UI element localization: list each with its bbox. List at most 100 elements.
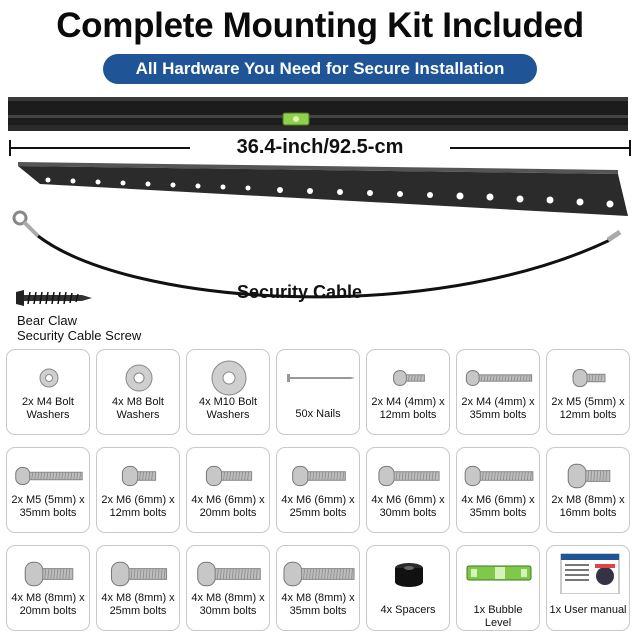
bolt-icon [393, 370, 425, 386]
security-cable-label: Security Cable [237, 282, 363, 302]
kit-item-label-line2: 16mm bolts [559, 507, 617, 519]
kit-item-label-line1: 4x M8 (8mm) x [281, 592, 355, 604]
kit-item-label-line2: 35mm bolts [19, 507, 77, 519]
bolt-icon [197, 561, 261, 587]
bolt-icon [15, 467, 83, 485]
kit-item-tile: 1x User manual [546, 545, 630, 631]
kit-item-label-line2: Washers [116, 409, 160, 421]
kit-item-label-line1: 2x M4 (4mm) x [461, 396, 535, 408]
bolt-icon [567, 463, 611, 489]
nail-icon [287, 374, 355, 382]
bubble-level-icon [466, 565, 532, 581]
bear-claw-screw-icon [16, 290, 92, 306]
screw-label-line1: Bear Claw [17, 313, 77, 328]
bolt-icon [292, 465, 346, 487]
spacer-icon [395, 563, 423, 587]
user-manual-icon [560, 553, 620, 594]
kit-item-label-line2: 12mm bolts [379, 409, 437, 421]
kit-item-label-line2: 25mm bolts [109, 605, 167, 617]
bolt-icon [110, 561, 168, 587]
kit-item-tile: 50x Nails [276, 349, 360, 435]
kit-item-label-line2: Washers [206, 409, 250, 421]
kit-item-label-line2: 12mm bolts [109, 507, 167, 519]
kit-item-label-line1: 2x M5 (5mm) x [551, 396, 625, 408]
washer-large-icon [211, 360, 247, 396]
kit-item-label-line1: 4x M8 (8mm) x [191, 592, 265, 604]
kit-item-label: 1x User manual [549, 604, 627, 617]
kit-item-label-line1: 2x M4 (4mm) x [371, 396, 445, 408]
kit-item-label-line1: 4x M8 (8mm) x [11, 592, 85, 604]
kit-item-label-line1: 4x M6 (6mm) x [461, 494, 535, 506]
kit-item-label-line1: 50x Nails [295, 408, 341, 420]
kit-item-tile: 4x Spacers [366, 545, 450, 631]
tv-rail-image [18, 162, 628, 216]
kit-item-label-line2: 30mm bolts [199, 605, 257, 617]
bolt-icon [283, 561, 355, 587]
kit-item-label-line2: 35mm bolts [289, 605, 347, 617]
kit-item-label-line1: 2x M5 (5mm) x [11, 494, 85, 506]
kit-item-label-line2: 35mm bolts [469, 409, 527, 421]
kit-item-label-line1: 4x M8 (8mm) x [101, 592, 175, 604]
kit-item-label-line1: 2x M4 Bolt [22, 396, 74, 408]
kit-item-label-line2: 25mm bolts [289, 507, 347, 519]
kit-item-label-line1: 4x M6 (6mm) x [191, 494, 265, 506]
kit-item-label: 4x Spacers [369, 604, 447, 617]
kit-item-label-line2: 12mm bolts [559, 409, 617, 421]
kit-item-label-line1: 1x Bubble Level [473, 604, 523, 629]
bolt-icon [121, 465, 157, 487]
screw-label-line2: Security Cable Screw [17, 328, 142, 343]
wall-rail-image [8, 97, 628, 131]
kit-item-label-line1: 1x User manual [549, 604, 627, 616]
bolt-icon [572, 369, 606, 387]
kit-item-label-line2: 30mm bolts [379, 507, 437, 519]
bolt-icon [378, 465, 440, 487]
kit-item-label-line1: 2x M6 (6mm) x [101, 494, 175, 506]
security-cable-image [12, 210, 622, 299]
kit-item-label: 50x Nails [279, 408, 357, 421]
bolt-icon [24, 561, 74, 587]
kit-item-label-line1: 2x M8 (8mm) x [551, 494, 625, 506]
bolt-icon [465, 370, 533, 386]
washer-medium-icon [125, 364, 153, 392]
bolt-icon [205, 465, 253, 487]
bolt-icon [464, 465, 534, 487]
washer-small-icon [39, 368, 59, 388]
dimension-label: 36.4-inch/92.5-cm [190, 136, 450, 159]
kit-item-label-line2: Washers [26, 409, 70, 421]
kit-item-label-line2: 20mm bolts [19, 605, 77, 617]
subtitle-banner: All Hardware You Need for Secure Install… [103, 54, 537, 84]
kit-item-label-line1: 4x Spacers [380, 604, 436, 616]
kit-item-label-line1: 4x M8 Bolt [112, 396, 164, 408]
kit-item-label-line2: 20mm bolts [199, 507, 257, 519]
